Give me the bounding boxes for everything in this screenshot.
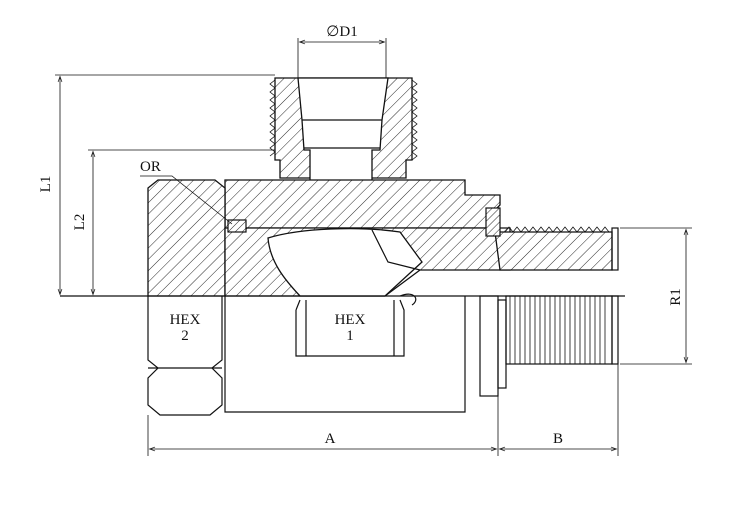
hex2-label-line2: 2 xyxy=(181,328,189,344)
right-port-thread xyxy=(504,226,610,233)
o-ring xyxy=(227,219,247,233)
cross-bore xyxy=(267,228,423,297)
l2-label: L2 xyxy=(72,214,88,231)
main-body-section xyxy=(147,179,226,297)
or-label: OR xyxy=(140,159,161,175)
right-collar xyxy=(479,295,499,397)
top-port-thread-right xyxy=(411,79,418,161)
a-label: A xyxy=(325,431,336,447)
l1-label: L1 xyxy=(38,176,54,193)
d1-label: ∅D1 xyxy=(326,24,357,40)
bore-curve xyxy=(399,293,417,306)
or-leader xyxy=(140,175,233,225)
right-thread-outside xyxy=(505,295,619,365)
hex1-label-line2: 1 xyxy=(346,328,354,344)
r1-label: R1 xyxy=(668,288,684,306)
top-port-thread-left xyxy=(269,79,276,157)
seal-ring xyxy=(485,207,501,237)
b-label: B xyxy=(553,431,563,447)
bore-edge xyxy=(371,229,421,271)
hex2-label-line1: HEX xyxy=(170,312,201,328)
hex1-label-line1: HEX xyxy=(335,312,366,328)
right-collar-ring xyxy=(497,299,507,389)
right-port-chamfer xyxy=(611,227,619,271)
body-lower-outline xyxy=(224,296,466,413)
hex1-recess xyxy=(295,299,405,357)
right-port-section xyxy=(494,231,613,271)
hex2-nut-outline xyxy=(147,296,223,416)
body-flange-section xyxy=(224,179,501,229)
